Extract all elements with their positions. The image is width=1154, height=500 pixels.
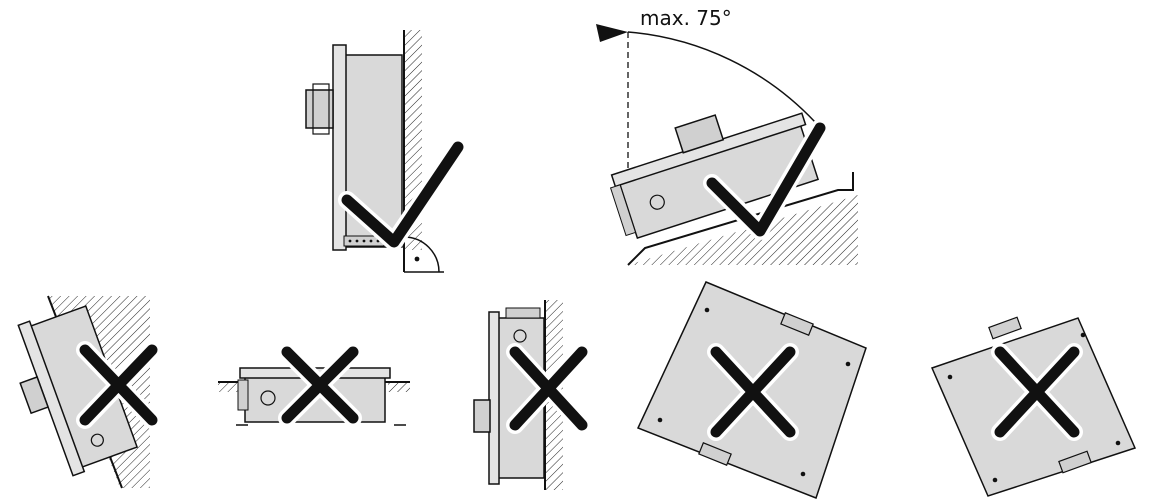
handle-top: [988, 316, 1022, 340]
handle-top: [780, 312, 814, 336]
inverter-lid-upside-down: [488, 311, 500, 485]
panel-vertical-wall: [305, 30, 467, 273]
panel-rotated-right: [930, 316, 1137, 497]
inverter-handle-tilted: [674, 114, 725, 154]
inverter-lid: [332, 44, 347, 251]
max-angle-label: max. 75°: [640, 6, 732, 30]
handle-bottom: [698, 442, 732, 466]
floor-hatch-right: [388, 382, 410, 392]
panel-upside-down: [473, 300, 591, 490]
inverter-handle-forward: [19, 376, 50, 415]
sloped-ground-hatch: [628, 195, 858, 265]
panel-horizontal-floor: [218, 343, 410, 427]
panel-tilted-forward: [17, 295, 161, 489]
cable-gland: [260, 390, 276, 406]
cross-mark: [76, 341, 161, 429]
floor-hatch-left: [218, 382, 240, 392]
cross-mark: [278, 343, 362, 427]
cross-mark: [506, 343, 591, 434]
mounting-holes: [947, 332, 1121, 483]
cross-mark: [991, 343, 1083, 441]
panel-tilted-back: max. 75°: [596, 6, 858, 266]
inverter-handle-inner: [312, 83, 330, 135]
angle-arc: [627, 31, 816, 123]
angle-arrow: [596, 24, 628, 42]
inverter-handle-upside-down: [473, 399, 491, 433]
panel-rotated-left: [636, 281, 867, 499]
connector-strip-horizontal: [237, 379, 249, 411]
cable-gland: [90, 433, 104, 447]
right-angle-symbol: [403, 236, 444, 273]
connector-strip-tilted: [609, 184, 637, 237]
cable-gland: [513, 329, 527, 343]
cross-mark: [707, 343, 799, 441]
cable-gland: [649, 194, 665, 210]
sloped-ground-line: [627, 172, 854, 266]
mounting-holes: [657, 307, 851, 477]
connector-strip-upside-down: [505, 307, 541, 319]
handle-bottom: [1058, 450, 1092, 474]
